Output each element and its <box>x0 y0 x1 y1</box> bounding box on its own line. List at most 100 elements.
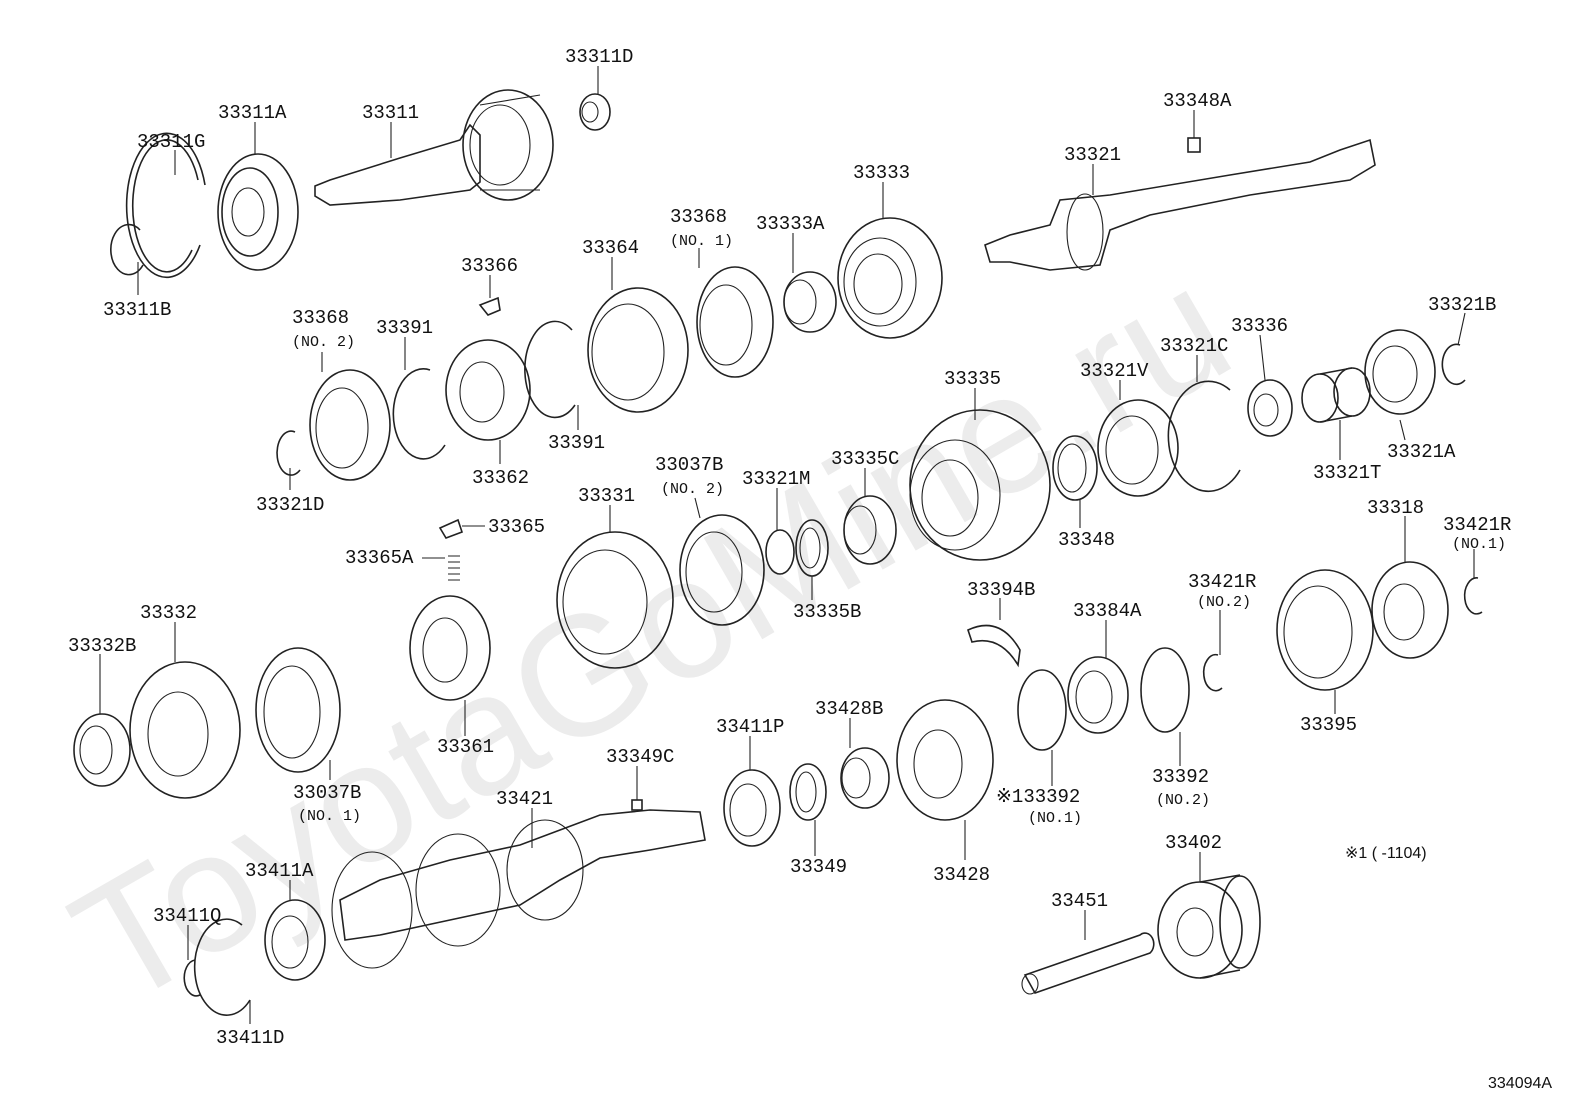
part-33361-hub <box>409 595 491 701</box>
label-33348A: 33348A <box>1163 90 1232 112</box>
label-33331: 33331 <box>578 485 635 507</box>
footnote: ※1 ( -1104) <box>1345 845 1427 862</box>
part-33348-spacer <box>1052 435 1098 501</box>
label-33411D: 33411D <box>216 1027 284 1049</box>
label-33411A: 33411A <box>245 860 314 882</box>
label-33365: 33365 <box>488 516 545 538</box>
part-33037B-no1-synchronizer-ring <box>255 647 341 773</box>
label-33311A: 33311A <box>218 102 287 124</box>
label-33368-no2: 33368 <box>292 307 349 329</box>
watermark: ToyotaGoMine.ru <box>44 230 1260 1042</box>
part-33321M-snap-ring <box>765 529 795 575</box>
part-33349C-ball <box>631 799 643 811</box>
part-33321-output-shaft <box>984 138 1376 271</box>
part-33318-hub <box>1371 561 1449 659</box>
label-133392-no1: ※133392 <box>996 786 1080 808</box>
part-33394B-plate <box>967 624 1021 668</box>
label-33349C: 33349C <box>606 746 674 768</box>
label-33335B: 33335B <box>793 601 861 623</box>
label-33384A: 33384A <box>1073 600 1142 622</box>
label-33321M: 33321M <box>742 468 810 490</box>
part-33391-snap-ring-lower <box>392 368 446 460</box>
label-33428: 33428 <box>933 864 990 886</box>
part-33037B-no2-synchronizer-ring <box>679 514 765 626</box>
label-33421: 33421 <box>496 788 553 810</box>
part-33384A-synchronizer <box>1067 656 1129 734</box>
part-33392-no2-cone <box>1140 647 1190 733</box>
label-33321A: 33321A <box>1387 441 1456 463</box>
part-33365-key <box>438 518 464 539</box>
label-33037B-no1-sub: (NO. 1) <box>298 808 361 825</box>
label-33321: 33321 <box>1064 144 1121 166</box>
part-33311G-snap-ring <box>125 132 206 279</box>
part-33321B-snap-ring <box>1441 343 1466 386</box>
label-33336: 33336 <box>1231 315 1288 337</box>
label-33037B-no2-sub: (NO. 2) <box>661 481 724 498</box>
part-33349-washer <box>789 763 827 821</box>
part-33321C-snap-ring <box>1167 380 1241 493</box>
label-33311G: 33311G <box>137 131 205 153</box>
label-33332: 33332 <box>140 602 197 624</box>
label-33349: 33349 <box>790 856 847 878</box>
label-33362: 33362 <box>472 467 529 489</box>
label-33333A: 33333A <box>756 213 825 235</box>
label-33421R-no2-sub: (NO.2) <box>1197 594 1251 611</box>
part-33411D-snap-ring <box>193 918 251 1016</box>
part-33335C-needle-bearing <box>843 495 897 565</box>
part-33402-reverse-idler-gear <box>1157 874 1261 979</box>
label-33451: 33451 <box>1051 890 1108 912</box>
part-33451-shaft <box>1021 932 1155 995</box>
part-33321T-sleeve <box>1301 367 1371 423</box>
label-33366: 33366 <box>461 255 518 277</box>
label-33395: 33395 <box>1300 714 1357 736</box>
label-33411P: 33411P <box>716 716 784 738</box>
label-33321B: 33321B <box>1428 294 1496 316</box>
part-33335-gear <box>909 409 1051 561</box>
part-33395-sleeve <box>1276 569 1374 691</box>
label-33368-no2-sub: (NO. 2) <box>292 334 355 351</box>
part-33428-gear <box>896 699 994 821</box>
part-33336-gear <box>1247 379 1293 437</box>
label-33402: 33402 <box>1165 832 1222 854</box>
label-33311: 33311 <box>362 102 419 124</box>
part-33333A-needle-bearing <box>783 271 837 333</box>
label-33364: 33364 <box>582 237 639 259</box>
part-33348A-pin <box>1187 137 1201 153</box>
label-33421R-no1-sub: (NO.1) <box>1452 536 1506 553</box>
part-33368-no2-synchronizer-ring <box>309 369 391 481</box>
label-33335: 33335 <box>944 368 1001 390</box>
label-33421R-no2: 33421R <box>1188 571 1256 593</box>
label-33392-no2-sub: (NO.2) <box>1156 792 1210 809</box>
part-33421R-no1-snap-ring <box>1463 577 1483 615</box>
label-33391-upper: 33391 <box>376 317 433 339</box>
label-33318: 33318 <box>1367 497 1424 519</box>
label-33311D: 33311D <box>565 46 633 68</box>
part-33333-gear <box>837 217 943 339</box>
label-33365A: 33365A <box>345 547 414 569</box>
part-33421-counter-gear <box>331 809 706 969</box>
part-33421R-no2-snap-ring <box>1202 653 1223 692</box>
label-33332B: 33332B <box>68 635 136 657</box>
part-33368-no1-synchronizer-ring <box>696 266 774 378</box>
label-33391-lower: 33391 <box>548 432 605 454</box>
part-33321D-snap-ring <box>276 430 301 476</box>
diagram-id: 334094A <box>1488 1075 1552 1092</box>
label-33394B: 33394B <box>967 579 1035 601</box>
label-33368-no1: 33368 <box>670 206 727 228</box>
label-33321T: 33321T <box>1313 462 1381 484</box>
label-33335C: 33335C <box>831 448 899 470</box>
part-labels: 33311D 33311A 33311 33311G 33311B 33348A… <box>68 46 1511 1049</box>
part-33428B-needle-bearing <box>840 747 890 809</box>
part-33311A-bearing <box>217 153 299 271</box>
part-33332B-needle-bearing <box>73 713 131 787</box>
part-33364-sleeve <box>587 287 689 413</box>
part-33362-hub <box>445 339 531 441</box>
label-33321C: 33321C <box>1160 335 1228 357</box>
label-33311B: 33311B <box>103 299 171 321</box>
label-33361: 33361 <box>437 736 494 758</box>
part-33411P-bearing <box>723 769 781 847</box>
part-33411A-bearing <box>264 899 326 981</box>
label-33321D: 33321D <box>256 494 324 516</box>
